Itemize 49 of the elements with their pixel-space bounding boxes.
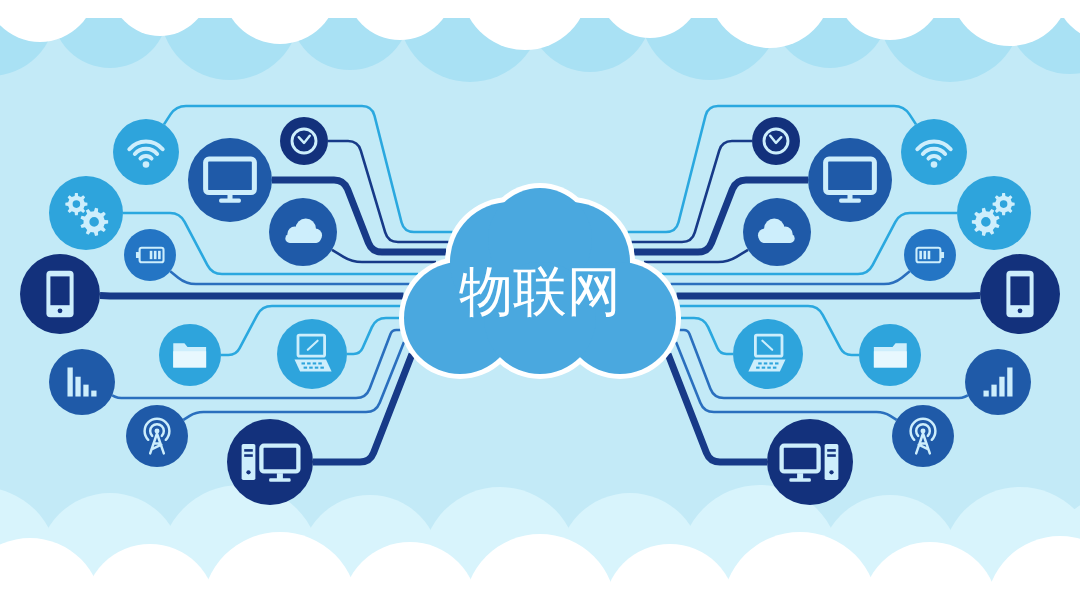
connector-line: [670, 270, 911, 286]
wifi-icon: [113, 119, 179, 185]
gears-icon: [49, 176, 123, 250]
antenna-tower-icon: [126, 405, 188, 467]
connector-line: [631, 139, 752, 244]
connector-line: [169, 270, 410, 286]
connector-line: [644, 248, 749, 264]
connector-line: [627, 104, 918, 234]
smartphone-icon: [20, 254, 100, 334]
connector-line: [162, 104, 453, 234]
connector-line: [347, 316, 399, 356]
connector-line: [182, 340, 406, 421]
connector-line: [313, 350, 416, 466]
laptop-icon: [733, 319, 803, 389]
connector-line: [679, 328, 969, 400]
cloud-label: 物联网: [459, 260, 621, 324]
folder-icon: [159, 324, 221, 386]
clock-icon: [752, 117, 800, 165]
connector-line: [664, 350, 767, 466]
connector-line: [123, 211, 418, 276]
cloud-icon: [269, 198, 337, 266]
antenna-tower-icon: [892, 405, 954, 467]
clock-icon: [280, 117, 328, 165]
cloud-icon: [743, 198, 811, 266]
connector-line: [662, 211, 957, 276]
connector-line: [679, 304, 859, 357]
folder-icon: [859, 324, 921, 386]
connector-line: [676, 292, 981, 300]
bar-chart-icon: [965, 349, 1031, 415]
monitor-icon: [188, 138, 272, 222]
battery-icon: [904, 229, 956, 281]
connector-line: [681, 316, 733, 356]
connector-line: [99, 292, 404, 300]
connector-line: [331, 248, 436, 264]
connector-line: [111, 328, 401, 400]
connector-line: [328, 139, 449, 244]
desktop-computer-icon: [227, 419, 313, 505]
gears-icon: [957, 176, 1031, 250]
laptop-icon: [277, 319, 347, 389]
connector-line: [221, 304, 401, 357]
connector-line: [634, 176, 808, 256]
desktop-computer-icon: [767, 419, 853, 505]
battery-icon: [124, 229, 176, 281]
connector-line: [272, 176, 446, 256]
wifi-icon: [901, 119, 967, 185]
connector-line: [674, 340, 898, 421]
monitor-icon: [808, 138, 892, 222]
bar-chart-icon: [49, 349, 115, 415]
smartphone-icon: [980, 254, 1060, 334]
